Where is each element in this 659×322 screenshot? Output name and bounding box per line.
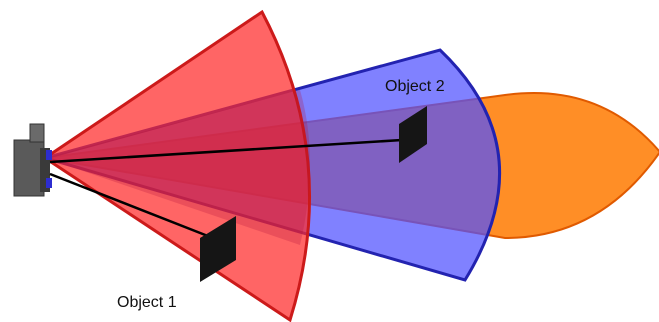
ray-to-object-1 [49, 172, 219, 242]
object-1 [200, 216, 236, 282]
object-1-label: Object 1 [117, 294, 177, 311]
object-2-label: Object 2 [385, 78, 445, 95]
sensor-device [13, 123, 52, 197]
wide-beam [42, 9, 311, 322]
object-2 [399, 106, 427, 163]
ray-to-object-2 [49, 138, 403, 164]
overlap-band [45, 90, 310, 245]
